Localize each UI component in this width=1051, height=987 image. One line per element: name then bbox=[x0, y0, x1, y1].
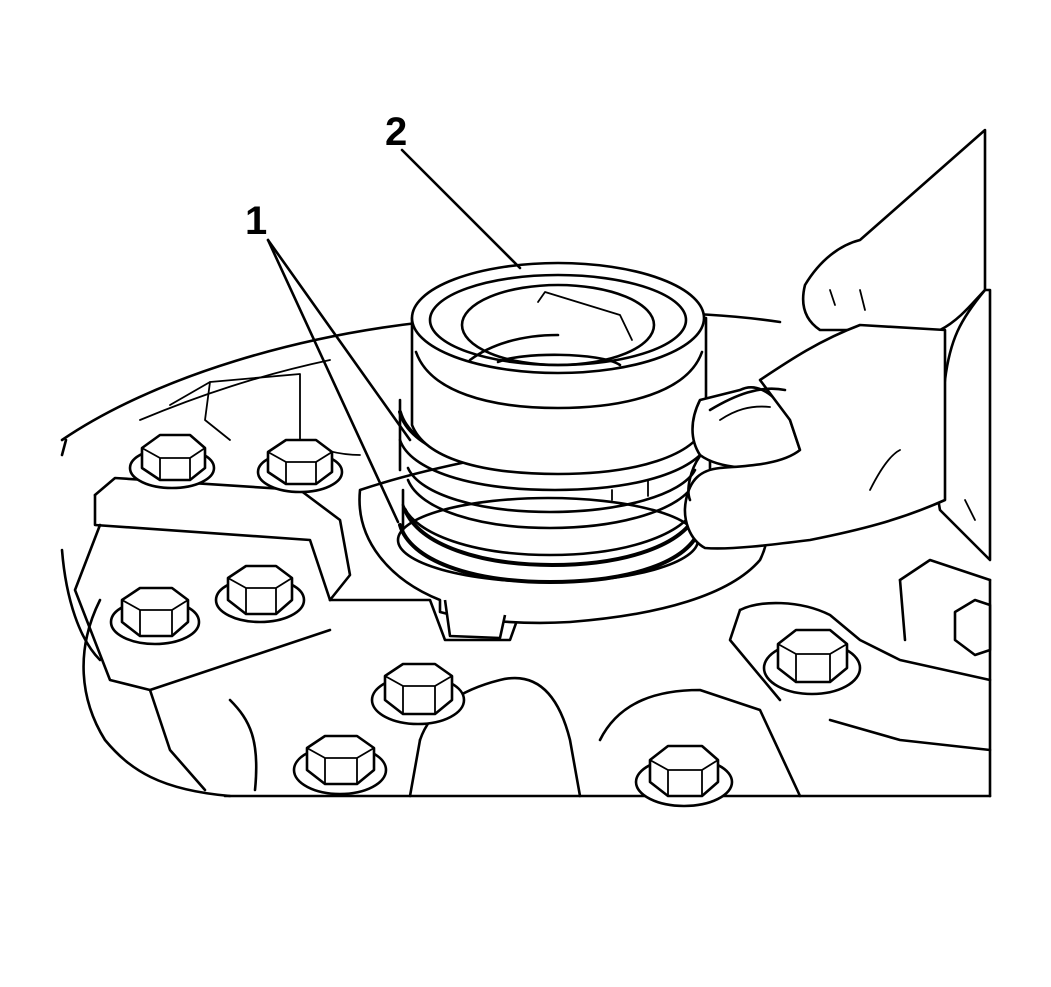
bolts bbox=[109, 433, 992, 808]
bearing-sleeve bbox=[410, 261, 708, 476]
bolt bbox=[762, 628, 862, 696]
callout-label-1: 1 bbox=[245, 199, 267, 243]
bolt bbox=[292, 734, 388, 796]
leader-line-2 bbox=[400, 148, 522, 270]
bolt bbox=[214, 564, 306, 624]
leader-line-1b bbox=[266, 238, 412, 442]
callout-label-2: 2 bbox=[385, 110, 407, 154]
housing-arms bbox=[73, 476, 992, 798]
bolt bbox=[256, 438, 344, 494]
bolt bbox=[109, 586, 201, 646]
callout-leaders bbox=[266, 148, 522, 524]
bolt bbox=[128, 433, 216, 490]
leader-line-1a bbox=[266, 238, 400, 524]
bolt bbox=[634, 744, 734, 808]
bolt bbox=[953, 598, 992, 657]
bolt bbox=[370, 662, 466, 726]
hand bbox=[683, 128, 992, 562]
